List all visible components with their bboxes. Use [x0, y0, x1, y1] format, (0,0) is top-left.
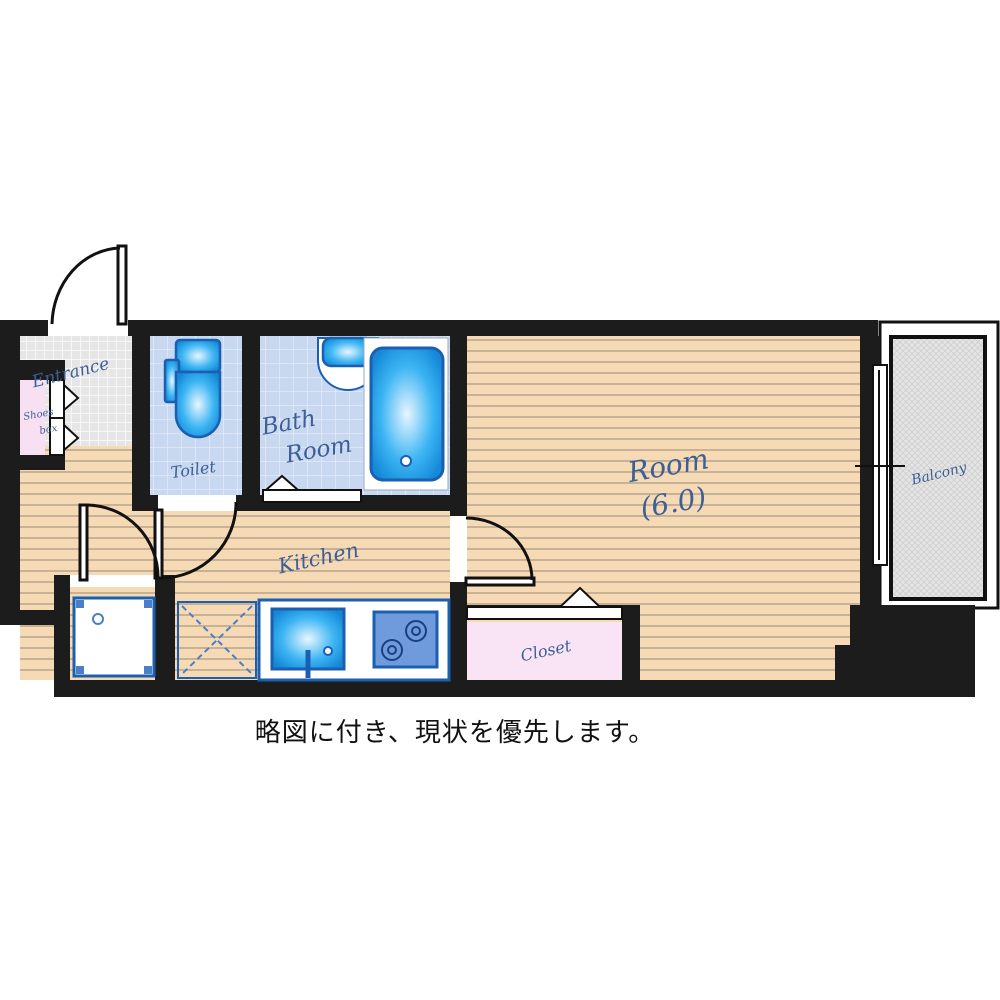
laundry-door[interactable]: [78, 503, 160, 582]
room-door[interactable]: [464, 516, 536, 587]
entrance-door[interactable]: [50, 244, 128, 326]
closet: [466, 586, 623, 680]
shoes-box-label-1: Shoes: [23, 407, 55, 423]
refrigerator-space: [177, 601, 257, 679]
kitchen-counter: [257, 598, 451, 682]
toilet-icon: [163, 338, 222, 439]
stove-icon: [372, 610, 439, 669]
shoes-box-label-2: box: [39, 423, 59, 437]
bathtub-icon: [363, 337, 449, 491]
disclaimer-caption: 略図に付き、現状を優先します。: [254, 718, 656, 748]
bathroom-door[interactable]: [262, 489, 362, 503]
shoes-box: [20, 380, 45, 455]
washing-machine-space: [72, 596, 156, 678]
balcony-window[interactable]: [855, 364, 905, 566]
washbasin-icon: [317, 336, 379, 391]
